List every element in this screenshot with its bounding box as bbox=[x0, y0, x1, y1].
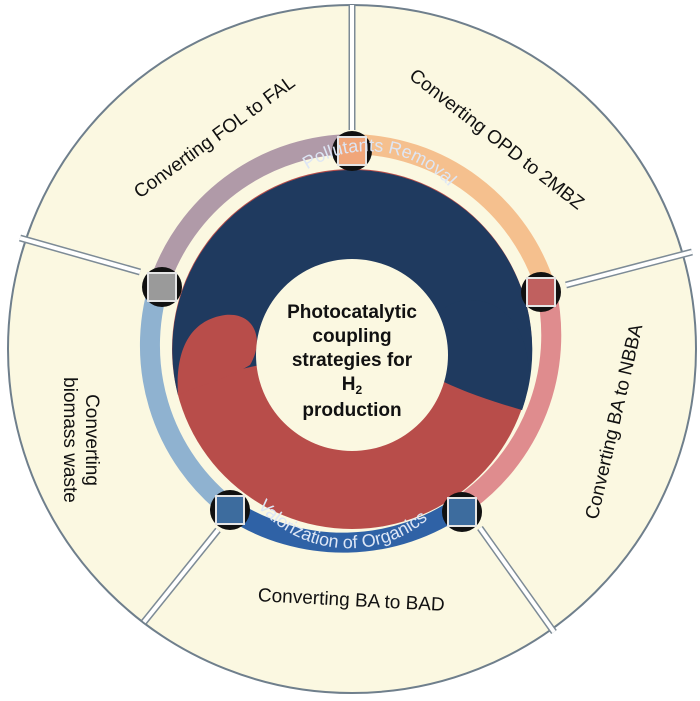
segment-label-biomass: Converting biomass waste bbox=[59, 377, 102, 503]
node-marker-lower-left bbox=[210, 490, 250, 530]
color-ring bbox=[139, 134, 562, 553]
divider-left bbox=[19, 234, 141, 276]
center-line-1: Photocatalytic bbox=[287, 302, 417, 323]
ring-segment-blue bbox=[226, 496, 468, 553]
segment-dividers bbox=[19, 5, 693, 635]
segment-label-biomass-line1: Converting bbox=[81, 394, 102, 486]
ring-segment-purple bbox=[152, 134, 353, 280]
center-line-2: coupling bbox=[312, 326, 391, 347]
node-markers bbox=[142, 131, 561, 532]
segment-label-biomass-line2: biomass waste bbox=[59, 377, 80, 503]
node-marker-right bbox=[521, 272, 561, 312]
divider-right bbox=[565, 248, 693, 289]
node-marker-lower-right bbox=[442, 492, 482, 532]
center-line-3: strategies for bbox=[292, 350, 413, 371]
center-title: Photocatalytic coupling strategies for H… bbox=[287, 302, 417, 421]
divider-lower-left bbox=[141, 527, 221, 625]
ring-segment-lightblue bbox=[139, 272, 239, 518]
center-line-5: production bbox=[302, 400, 401, 421]
brick-swoosh bbox=[177, 314, 257, 395]
navy-swoosh bbox=[430, 300, 529, 410]
divider-lower-right bbox=[477, 525, 557, 635]
ring-segment-orange bbox=[351, 134, 556, 292]
ring-segment-pink bbox=[456, 286, 562, 514]
center-line-4: H2 bbox=[342, 374, 363, 397]
node-marker-left bbox=[142, 267, 182, 307]
center-circle bbox=[256, 259, 448, 451]
node-marker-top bbox=[332, 131, 372, 171]
